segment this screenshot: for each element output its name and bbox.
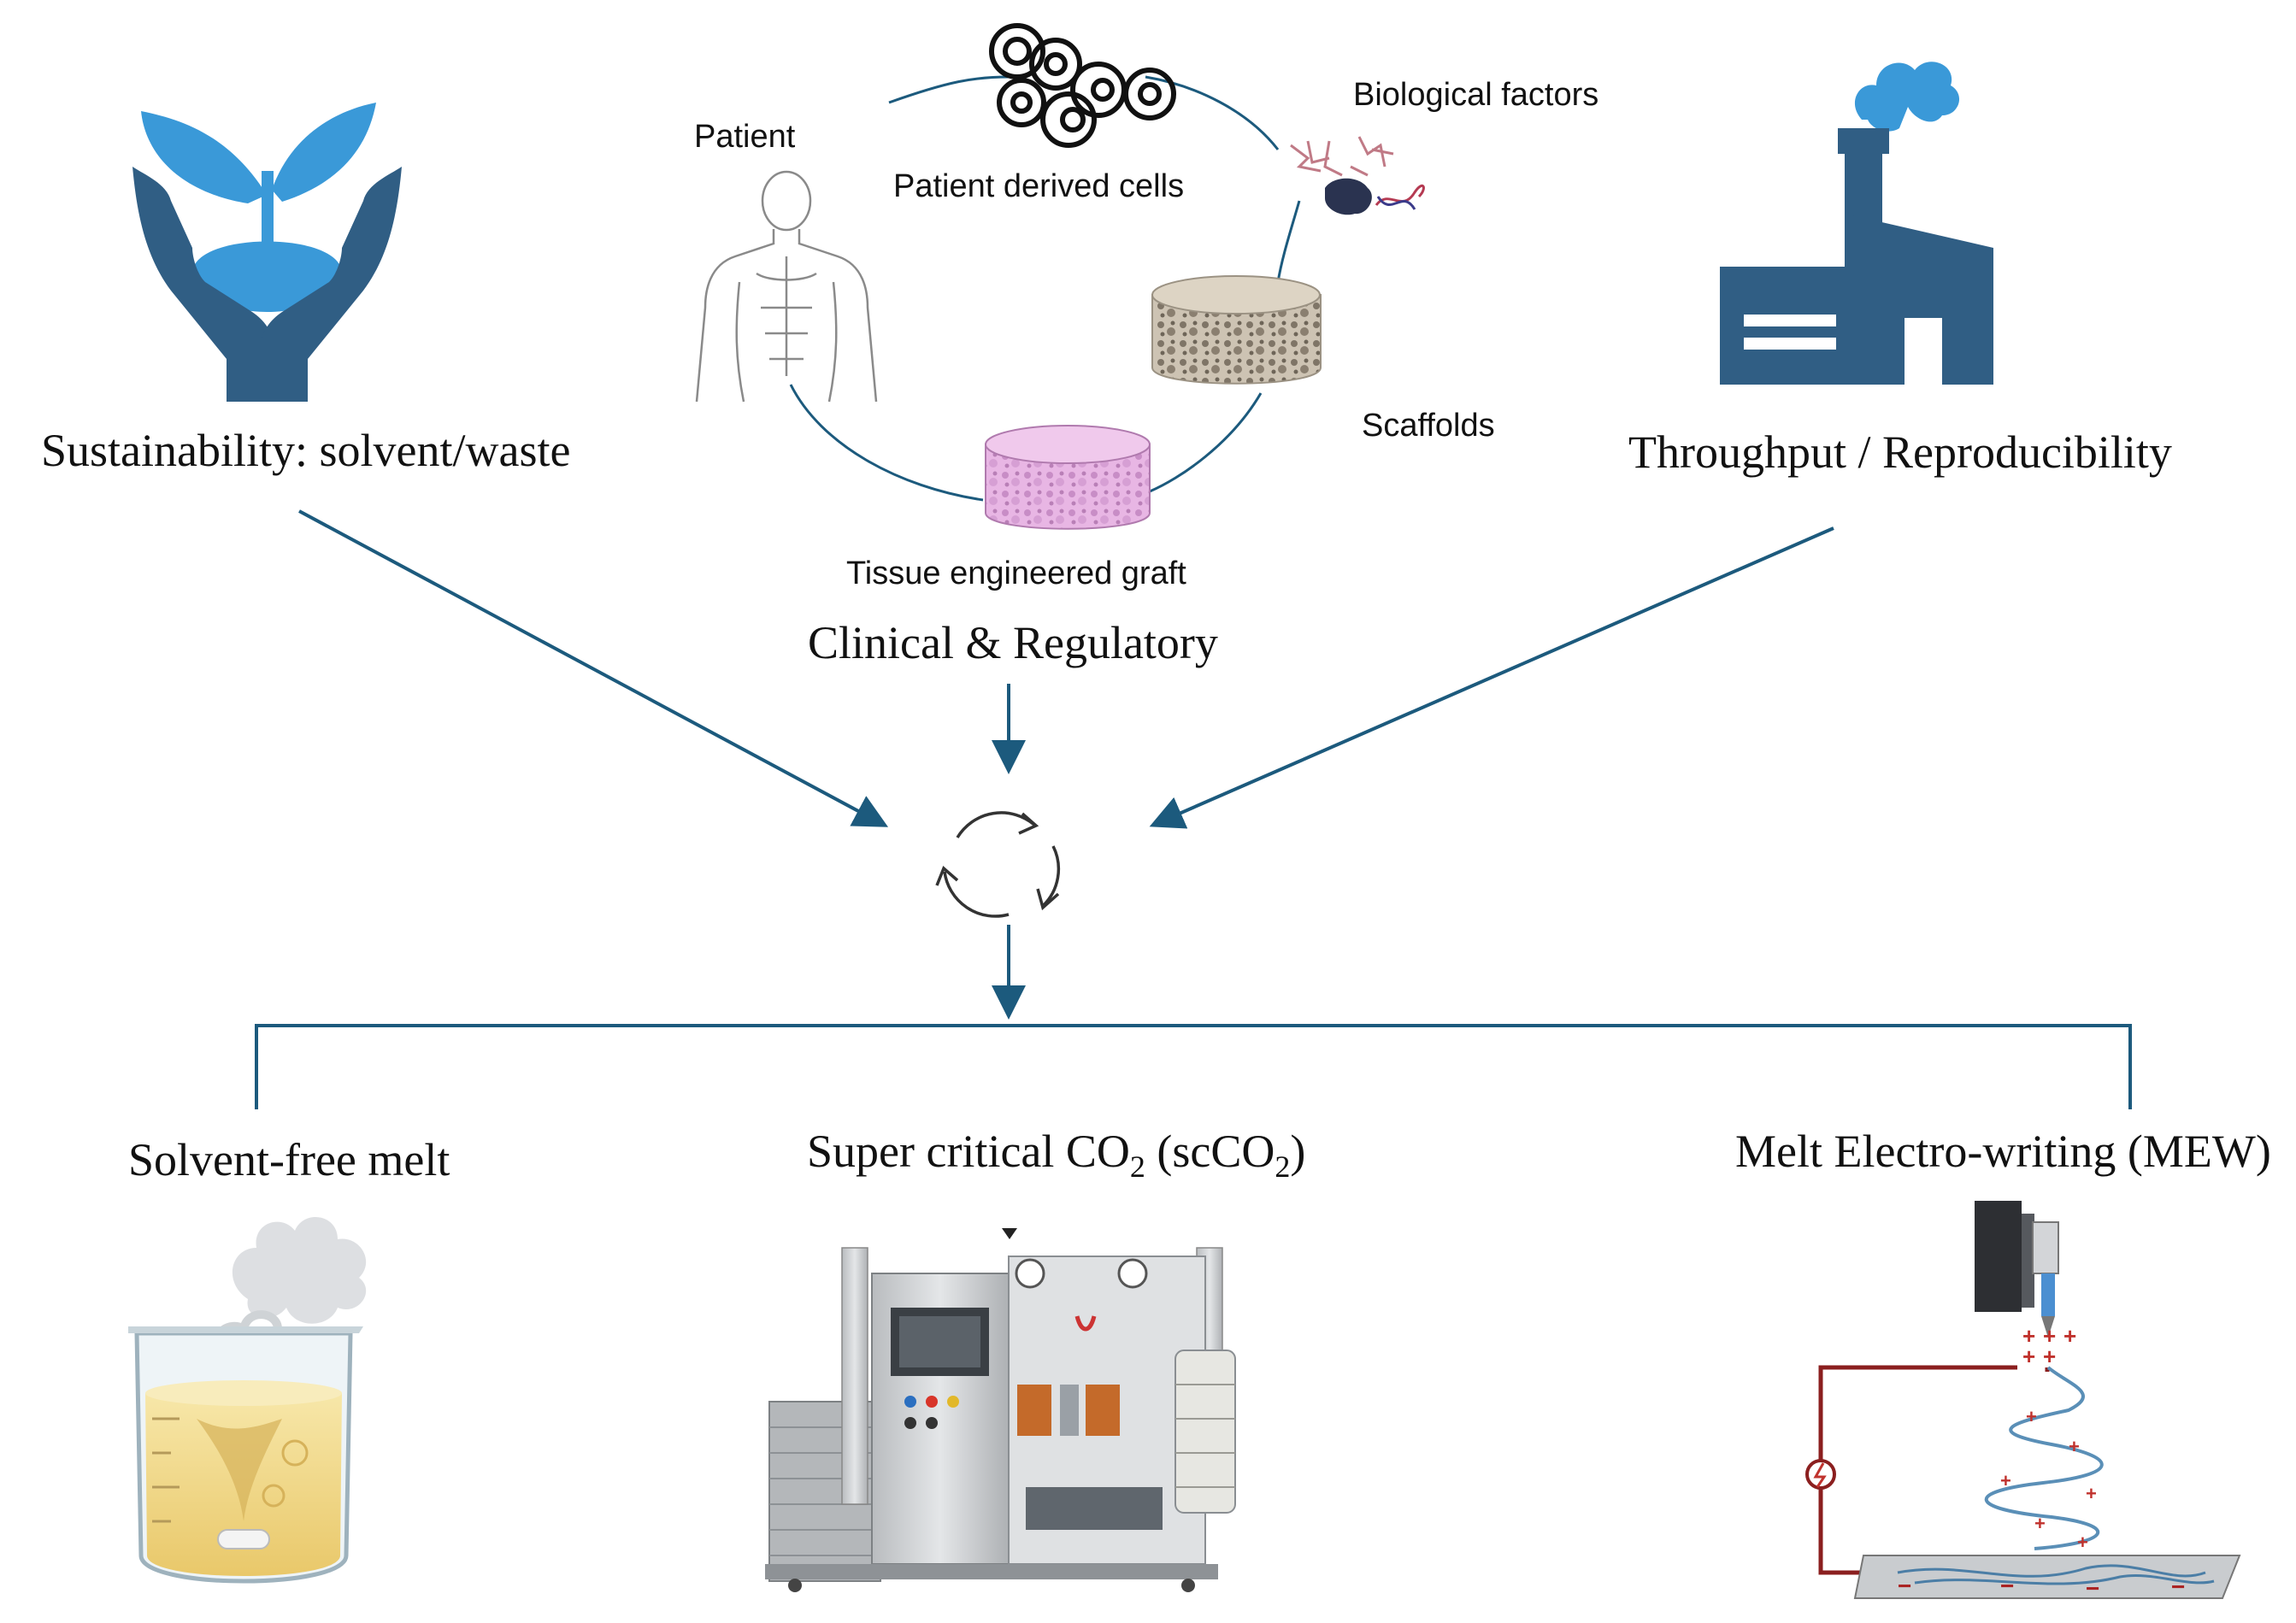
technique-bracket xyxy=(255,1024,2132,1109)
patient-cells-label: Patient derived cells xyxy=(893,168,1184,204)
svg-text:+: + xyxy=(2086,1483,2097,1504)
bio-factors-label: Biological factors xyxy=(1353,77,1598,113)
hands-holding-plant-icon xyxy=(132,103,402,402)
throughput-label: Throughput / Reproducibility xyxy=(1628,426,2172,478)
svg-text:−: − xyxy=(2000,1573,2014,1599)
svg-text:+: + xyxy=(2077,1532,2088,1553)
arrow-throughput xyxy=(1149,526,1834,829)
svg-text:+: + xyxy=(2034,1513,2046,1534)
arrow-sustainability xyxy=(298,509,889,827)
svg-text:+: + xyxy=(2063,1323,2076,1349)
scaffold-cylinder-icon xyxy=(1151,275,1322,385)
scaffolds-label: Scaffolds xyxy=(1362,408,1495,444)
svg-text:+: + xyxy=(2000,1470,2011,1491)
svg-text:−: − xyxy=(1898,1573,1911,1599)
svg-text:−: − xyxy=(2086,1575,2099,1602)
tissue-cycle: Patient derived cells Patient Biological… xyxy=(694,23,1598,591)
patient-label: Patient xyxy=(694,119,796,155)
graft-label: Tissue engineered graft xyxy=(846,556,1186,591)
mew-printer-icon: +++ ++ +++ +++ −−−− xyxy=(1805,1201,2241,1602)
svg-text:+: + xyxy=(2022,1323,2035,1349)
svg-text:+: + xyxy=(2022,1344,2035,1369)
svg-text:+: + xyxy=(2026,1406,2037,1427)
scco2-label: Super critical CO2 (scCO2) xyxy=(807,1126,1305,1184)
beaker-icon xyxy=(128,1216,367,1584)
human-body-icon xyxy=(695,170,878,403)
melt-label: Solvent-free melt xyxy=(128,1134,450,1185)
clinical-label: Clinical & Regulatory xyxy=(808,617,1218,668)
factory-icon xyxy=(1720,62,1993,385)
svg-text:+: + xyxy=(2043,1323,2056,1349)
cells-icon xyxy=(989,23,1176,148)
graft-cylinder-icon xyxy=(985,425,1151,530)
mew-label: Melt Electro-writing (MEW) xyxy=(1735,1126,2271,1177)
svg-text:+: + xyxy=(2043,1344,2056,1369)
refresh-cycle-icon xyxy=(935,811,1061,918)
scco2-machine-icon xyxy=(765,1228,1236,1592)
svg-text:+: + xyxy=(2069,1436,2080,1457)
svg-text:−: − xyxy=(2171,1573,2185,1600)
biological-factors-icon xyxy=(1290,136,1425,215)
sustainability-label: Sustainability: solvent/waste xyxy=(41,425,570,476)
